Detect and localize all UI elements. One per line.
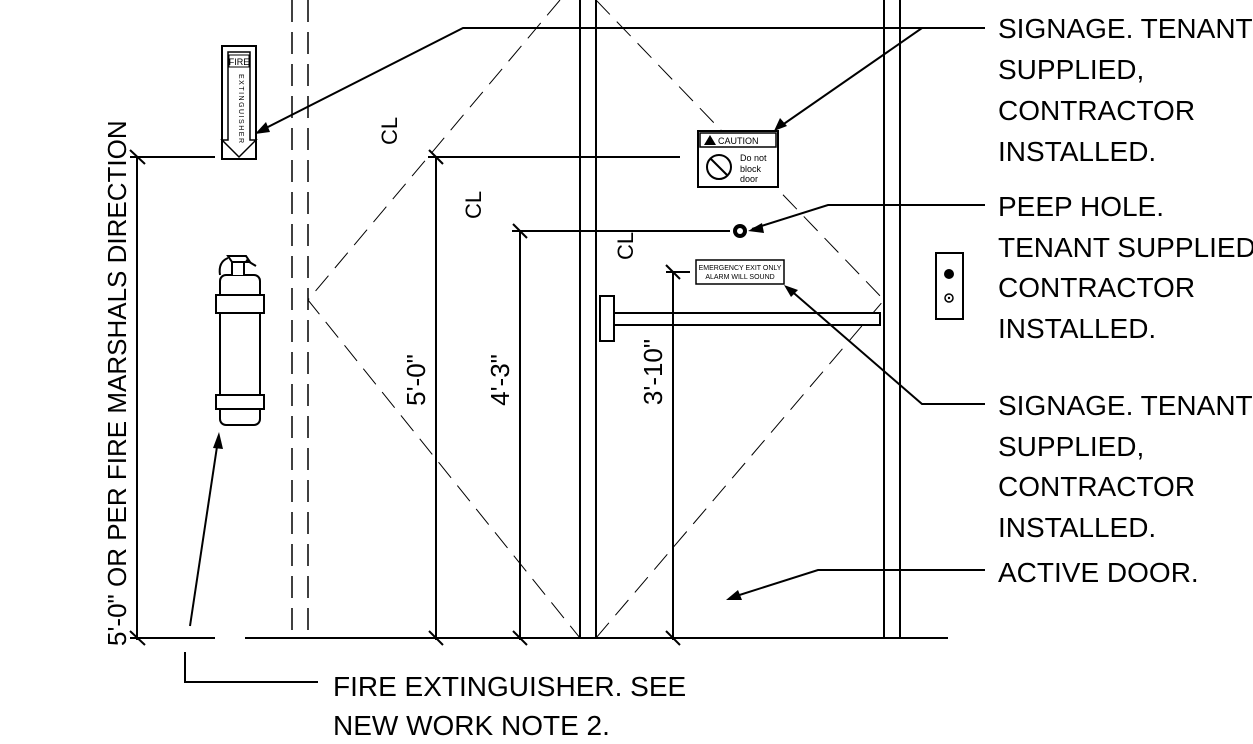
callout-signage-bottom-line-2: SUPPLIED, <box>998 431 1144 462</box>
callout-peep-hole-line-3: CONTRACTOR <box>998 272 1195 303</box>
callout-active-door: ACTIVE DOOR. <box>998 557 1199 588</box>
callout-peep-hole-line-4: INSTALLED. <box>998 313 1156 344</box>
dimension-3-10: 3'-10" <box>638 339 668 405</box>
leader-lines <box>184 27 985 683</box>
fire-extinguisher-sign: FIRE EXTINGUISHER <box>220 45 258 160</box>
fire-extinguisher <box>215 255 265 426</box>
callout-signage-bottom-line-3: CONTRACTOR <box>998 471 1195 502</box>
fire-sign-label: FIRE <box>229 57 250 67</box>
peep-hole <box>733 224 747 238</box>
centerline-symbol-1: CL <box>377 117 402 145</box>
caution-line-2: block <box>740 164 762 174</box>
emergency-exit-sign: EMERGENCY EXIT ONLY ALARM WILL SOUND <box>695 259 785 285</box>
callout-peep-hole-line-2: TENANT SUPPLIED, <box>998 232 1253 263</box>
caution-line-1: Do not <box>740 153 767 163</box>
wall-hidden-lines <box>291 0 309 638</box>
callout-signage-bottom-line-4: INSTALLED. <box>998 512 1156 543</box>
exit-sign-line-1: EMERGENCY EXIT ONLY <box>699 265 782 272</box>
arrowheads <box>213 118 798 600</box>
exit-sign-line-2: ALARM WILL SOUND <box>705 274 774 281</box>
callout-signage-top-line-3: CONTRACTOR <box>998 95 1195 126</box>
callout-fire-extinguisher-line-1: FIRE EXTINGUISHER. SEE <box>333 671 686 702</box>
caution-sign: CAUTION Do not block door <box>697 130 779 188</box>
door-frame <box>579 0 901 638</box>
callout-signage-top-line-2: SUPPLIED, <box>998 54 1144 85</box>
dimension-left-vertical: 5'-0" OR PER FIRE MARSHALS DIRECTION <box>102 120 132 646</box>
panic-bar <box>599 295 881 342</box>
callout-peep-hole-line-1: PEEP HOLE. <box>998 191 1164 222</box>
door-lock-hardware <box>935 252 964 320</box>
callout-signage-top-line-4: INSTALLED. <box>998 136 1156 167</box>
centerline-symbol-2: CL <box>461 191 486 219</box>
callout-fire-extinguisher-line-2: NEW WORK NOTE 2. <box>333 710 610 741</box>
centerline-symbols: CL CL CL <box>377 117 638 260</box>
callout-signage-bottom: SIGNAGE. TENANT SUPPLIED, CONTRACTOR INS… <box>998 390 1253 543</box>
callout-fire-extinguisher: FIRE EXTINGUISHER. SEE NEW WORK NOTE 2. <box>333 671 686 741</box>
callout-signage-top: SIGNAGE. TENANT SUPPLIED, CONTRACTOR INS… <box>998 13 1253 167</box>
caution-title: CAUTION <box>718 136 759 146</box>
centerline-symbol-3: CL <box>613 232 638 260</box>
dimension-5-0: 5'-0" <box>401 354 431 406</box>
fire-sign-vertical-label: EXTINGUISHER <box>237 74 244 145</box>
door-swing-lines <box>307 0 885 639</box>
callout-signage-bottom-line-1: SIGNAGE. TENANT <box>998 390 1253 421</box>
callout-peep-hole: PEEP HOLE. TENANT SUPPLIED, CONTRACTOR I… <box>998 191 1253 344</box>
dimension-lines <box>129 149 730 646</box>
dimension-4-3: 4'-3" <box>485 354 515 406</box>
caution-line-3: door <box>740 174 758 184</box>
callout-signage-top-line-1: SIGNAGE. TENANT <box>998 13 1253 44</box>
